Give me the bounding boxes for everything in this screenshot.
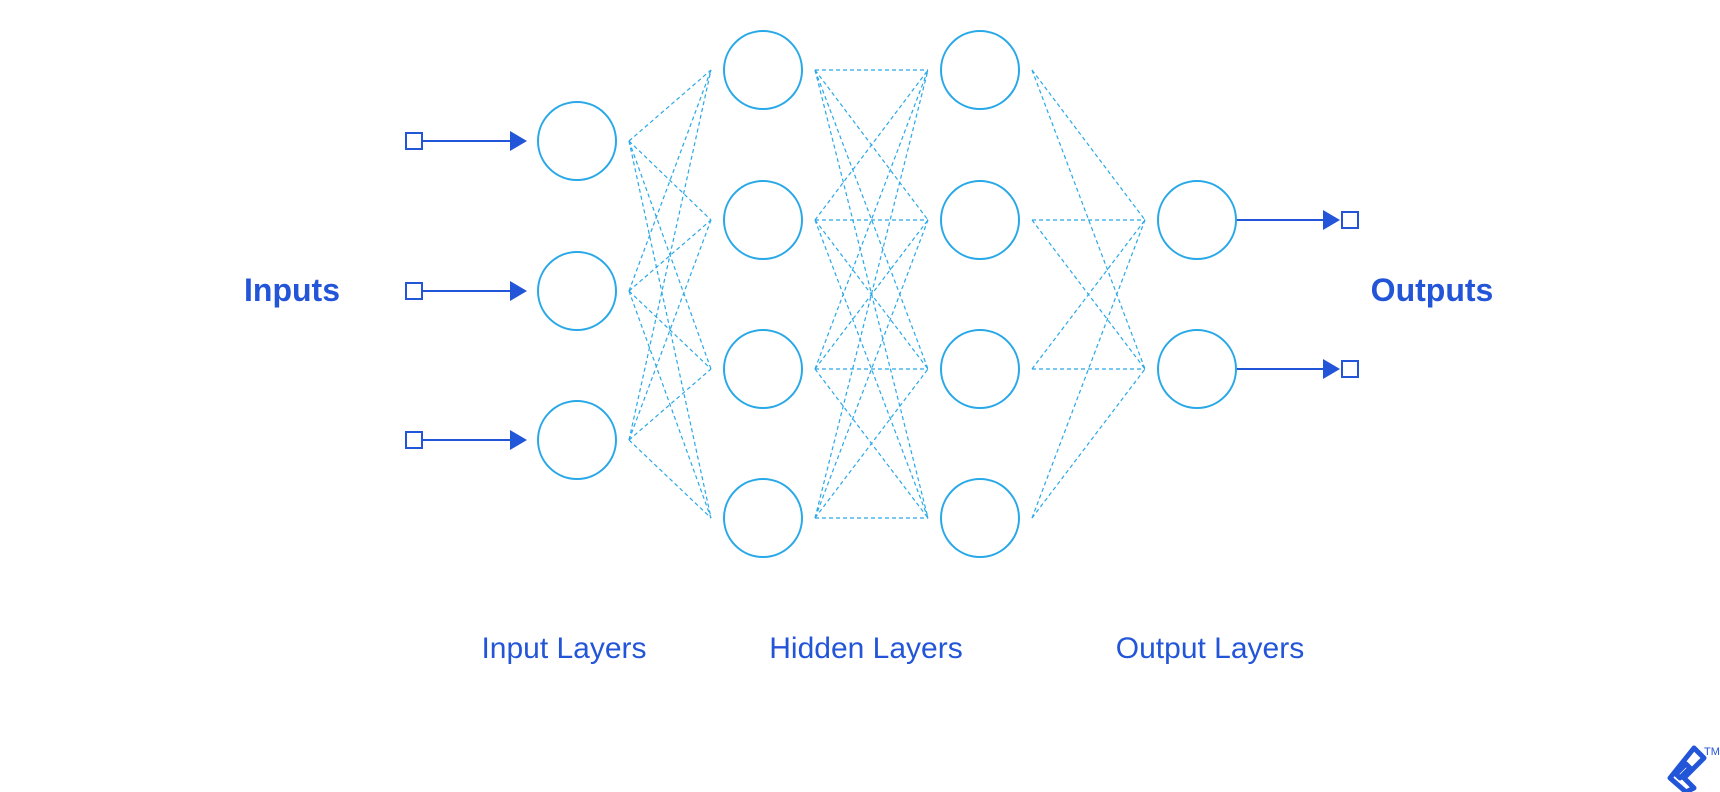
connection-lines bbox=[628, 69, 1146, 519]
neuron-node-input bbox=[537, 400, 617, 480]
connection-line bbox=[628, 69, 712, 441]
arrow-head-icon bbox=[510, 131, 527, 151]
neuron-node-hidden-1 bbox=[723, 180, 803, 260]
connection-line bbox=[814, 219, 929, 370]
neuron-node-input bbox=[537, 101, 617, 181]
connection-line bbox=[1031, 69, 1146, 370]
neuron-node-hidden-1 bbox=[723, 478, 803, 558]
output-signal-square bbox=[1341, 211, 1359, 229]
connection-line bbox=[814, 69, 929, 370]
connection-line bbox=[628, 69, 712, 292]
connection-line bbox=[814, 69, 929, 370]
input-layers-label: Input Layers bbox=[481, 632, 646, 665]
signal-arrows bbox=[405, 131, 1359, 450]
connection-line bbox=[1031, 368, 1146, 519]
outputs-label: Outputs bbox=[1371, 272, 1494, 308]
arrow-head-icon bbox=[510, 281, 527, 301]
arrow-head-icon bbox=[510, 430, 527, 450]
hidden-layers-label: Hidden Layers bbox=[769, 632, 962, 665]
input-signal-square bbox=[405, 132, 423, 150]
neuron-node-output bbox=[1157, 180, 1237, 260]
neuron-node-hidden-1 bbox=[723, 30, 803, 110]
arrow-head-icon bbox=[1323, 210, 1340, 230]
neuron-node-hidden-2 bbox=[940, 30, 1020, 110]
input-signal-square bbox=[405, 282, 423, 300]
trademark-label: TM bbox=[1704, 746, 1720, 758]
connection-line bbox=[628, 290, 712, 519]
inputs-label: Inputs bbox=[244, 272, 340, 308]
neuron-node-input bbox=[537, 251, 617, 331]
output-layers-label: Output Layers bbox=[1116, 632, 1304, 665]
connection-line bbox=[814, 69, 929, 221]
arrow-head-icon bbox=[1323, 359, 1340, 379]
neuron-node-hidden-2 bbox=[940, 478, 1020, 558]
connection-line bbox=[814, 368, 929, 519]
connection-line bbox=[628, 69, 712, 142]
connection-line bbox=[628, 290, 712, 370]
toptal-logo-icon bbox=[1667, 745, 1707, 792]
connection-line bbox=[628, 439, 712, 519]
output-signal-square bbox=[1341, 360, 1359, 378]
neuron-node-hidden-1 bbox=[723, 329, 803, 409]
input-signal-square bbox=[405, 431, 423, 449]
neuron-node-hidden-2 bbox=[940, 180, 1020, 260]
connection-line bbox=[628, 140, 712, 221]
neuron-node-output bbox=[1157, 329, 1237, 409]
connection-line bbox=[1031, 219, 1146, 370]
neuron-nodes bbox=[537, 30, 1237, 558]
connection-line bbox=[814, 69, 929, 519]
neuron-node-hidden-2 bbox=[940, 329, 1020, 409]
connection-line bbox=[1031, 69, 1146, 221]
